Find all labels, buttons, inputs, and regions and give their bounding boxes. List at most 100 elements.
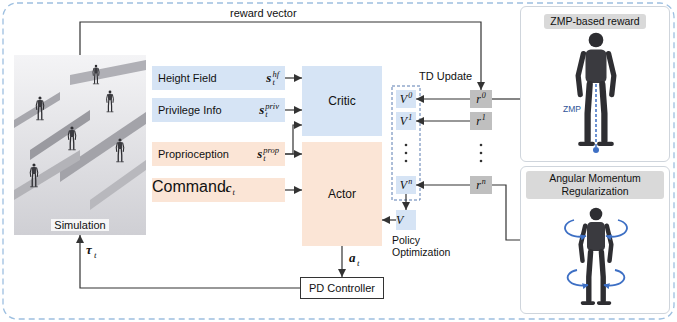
connector — [341, 246, 342, 277]
signal-subscript: t — [357, 258, 360, 268]
simulation-image — [30, 163, 37, 186]
simulation-image — [68, 126, 75, 149]
superscript: 1 — [482, 113, 486, 122]
input-box: Commandct — [152, 178, 285, 202]
simulation-image — [70, 60, 146, 85]
subscript: t — [233, 188, 235, 197]
math-symbol: s — [266, 70, 271, 86]
math-group: spropt — [257, 146, 279, 163]
simulation-image — [30, 110, 90, 160]
ellipsis-dots — [405, 144, 483, 163]
connector — [492, 185, 520, 240]
simulation-image — [93, 65, 99, 84]
simulation-image — [116, 138, 123, 161]
connector — [416, 120, 470, 121]
reward-panel: Angular Momentum Regularization — [520, 166, 670, 314]
connector — [492, 98, 520, 99]
simulation-image — [14, 55, 146, 235]
edge-label: Policy Optimization — [390, 234, 472, 258]
angular-momentum-robot — [565, 220, 627, 286]
math-symbol: V — [400, 92, 407, 107]
zmp-robot — [578, 33, 614, 153]
signal-symbol: τ — [86, 242, 92, 258]
ellipsis-dots — [405, 152, 408, 155]
subscript: t — [265, 110, 279, 119]
value-head: V1 — [396, 112, 416, 130]
reward-box: rn — [470, 176, 492, 194]
simulation-image — [14, 92, 60, 128]
math-group: ct — [226, 180, 235, 197]
script-stack: propt — [263, 146, 279, 163]
superscript: 1 — [408, 113, 412, 122]
script-stack: privt — [265, 102, 279, 119]
math-symbol: r — [476, 92, 481, 107]
simulation-image — [90, 160, 146, 210]
value-head: Vn — [396, 176, 416, 194]
math-group: shft — [266, 70, 279, 87]
annotation: ZMP — [563, 104, 581, 114]
superscript: priv — [265, 102, 279, 111]
input-name: Height Field — [158, 72, 217, 84]
math-symbol: r — [476, 178, 481, 193]
simulation-image — [14, 55, 146, 235]
actor-box: Actor — [302, 142, 382, 246]
angular-momentum-robot — [606, 220, 627, 237]
annotation: TD Update — [419, 70, 472, 82]
controller-box: PD Controller — [300, 277, 384, 299]
angular-momentum-robot — [565, 220, 586, 237]
connector — [285, 77, 302, 78]
connector — [416, 184, 470, 185]
reward-box: r0 — [470, 90, 492, 108]
angular-momentum-robot — [581, 208, 612, 303]
outer-frame — [3, 3, 674, 319]
ellipsis-dots — [405, 144, 408, 147]
math-group: sprivt — [259, 102, 279, 119]
connector — [405, 194, 406, 210]
math-symbol: r — [476, 114, 481, 129]
superscript: n — [408, 177, 412, 186]
reward-box: r1 — [470, 112, 492, 130]
superscript: hf — [272, 70, 279, 79]
simulation-view: Simulation — [14, 55, 146, 235]
math-symbol: V — [400, 178, 407, 193]
simulation-image — [107, 91, 114, 112]
script-stack: hft — [272, 70, 279, 87]
zmp-robot — [593, 147, 599, 153]
signal-subscript: t — [94, 250, 97, 260]
math-symbol: s — [259, 102, 264, 118]
zmp-robot — [595, 84, 597, 150]
connector — [285, 153, 302, 154]
subscript: t — [263, 154, 279, 163]
panel-heading: Angular Momentum Regularization — [526, 171, 664, 199]
angular-momentum-robot — [568, 270, 588, 286]
node-title: Actor — [328, 187, 356, 201]
angular-momentum-robot — [565, 208, 627, 303]
subscript: t — [272, 78, 279, 87]
connector — [416, 98, 470, 99]
math-symbol: V — [396, 213, 403, 227]
script-stack: t — [233, 188, 235, 197]
simulation-image — [14, 150, 80, 200]
value-box: V — [396, 210, 416, 230]
connector — [285, 125, 302, 154]
connector — [285, 109, 302, 110]
input-name: Proprioception — [158, 148, 229, 160]
superscript: n — [482, 177, 486, 186]
superscript: prop — [263, 146, 279, 155]
input-name: Command — [152, 178, 226, 195]
input-box: Height Field shft — [152, 66, 285, 90]
input-box: Privilege Infosprivt — [152, 98, 285, 122]
connector — [80, 22, 481, 90]
ellipsis-dots — [405, 160, 408, 163]
math-symbol: c — [226, 180, 232, 196]
superscript: 0 — [408, 91, 412, 100]
ellipsis-dots — [480, 144, 483, 147]
node-title: PD Controller — [309, 282, 375, 294]
edge-label: reward vector — [228, 7, 299, 19]
signal-symbol: a — [349, 250, 356, 266]
connector — [382, 219, 396, 220]
zmp-robot — [578, 33, 614, 144]
ellipsis-dots — [480, 160, 483, 163]
connector — [80, 235, 300, 288]
